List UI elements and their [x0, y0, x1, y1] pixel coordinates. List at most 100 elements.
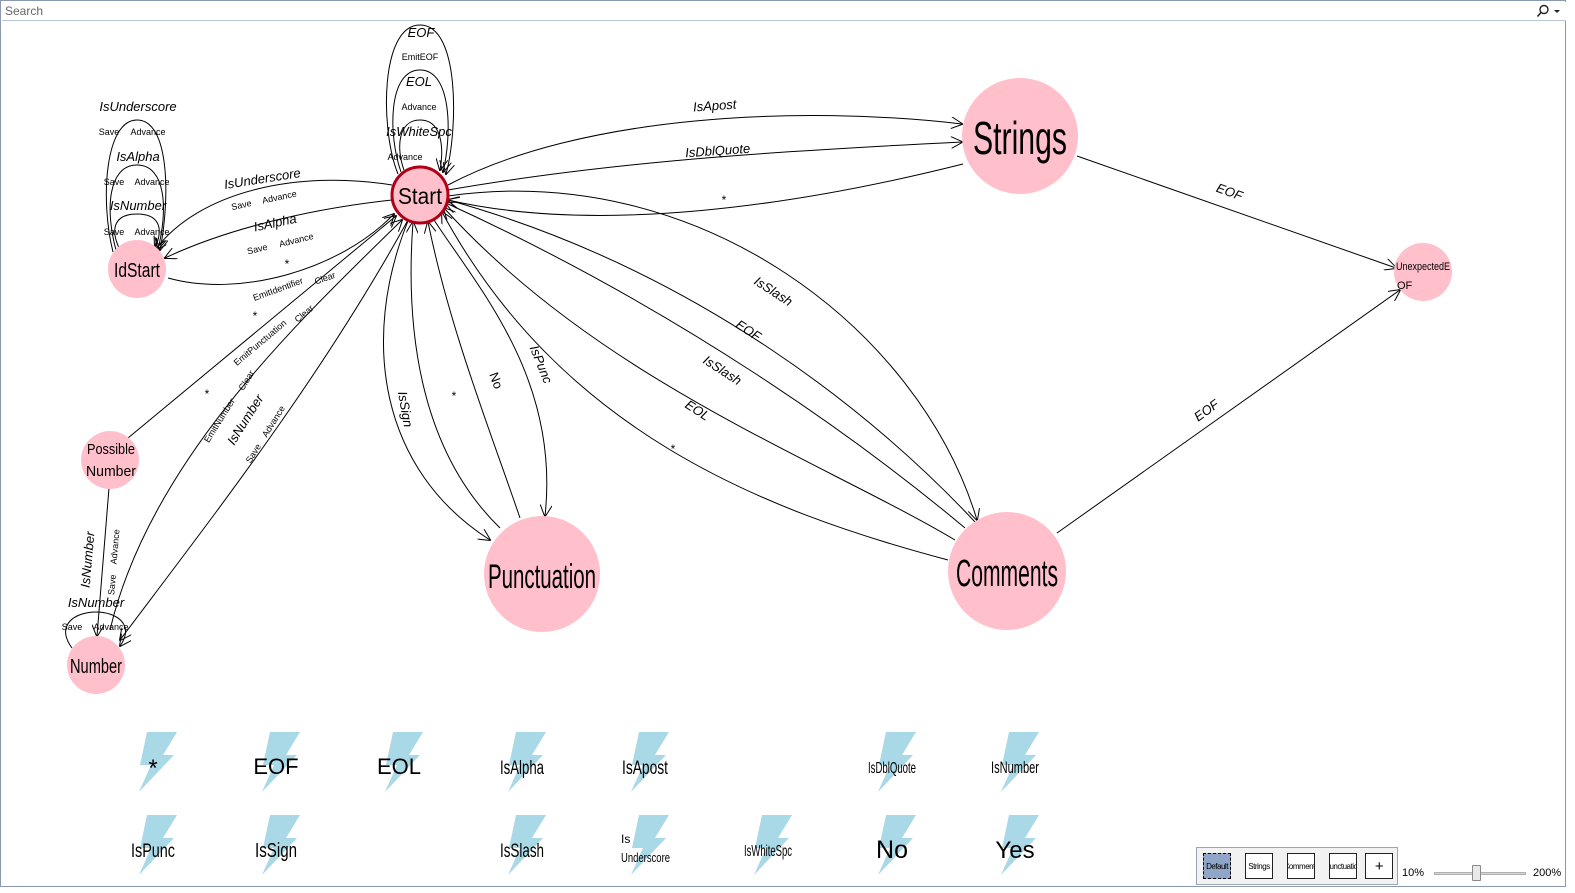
edge-start-punc-sign[interactable] — [383, 220, 490, 540]
edge-action: Save — [106, 574, 118, 595]
edge-pn-num[interactable] — [97, 487, 110, 636]
state-unexpected-eof[interactable]: UnexpectedE OF — [1394, 243, 1452, 301]
event-isdblquote[interactable]: IsDblQuote — [868, 732, 916, 792]
tab-default[interactable]: Default — [1203, 853, 1231, 879]
edge-strings-ueof[interactable] — [1076, 155, 1396, 268]
state-possible-number[interactable]: Possible Number — [81, 431, 139, 489]
state-strings[interactable]: Strings — [962, 78, 1078, 194]
edge-punc-start-star[interactable] — [411, 222, 501, 529]
edge-label: EOF — [733, 317, 764, 345]
layer-toolbar: Default Strings Comments Punctuation + — [1196, 847, 1398, 885]
edge-idstart-start-star[interactable] — [167, 214, 394, 285]
edge-action: Save — [104, 177, 125, 187]
edge-punc-start-no[interactable] — [428, 222, 521, 519]
edge-comments-start-slash[interactable] — [446, 203, 966, 529]
edge-action: Advance — [130, 127, 165, 137]
edge-action: Save — [104, 227, 125, 237]
event-no[interactable]: No — [876, 815, 916, 875]
event-ispunc[interactable]: IsPunc — [131, 815, 177, 875]
edge-start-punc-punc[interactable] — [433, 219, 547, 516]
add-tab-button[interactable]: + — [1365, 853, 1393, 879]
event-iswhitespc[interactable]: IsWhiteSpc — [744, 815, 792, 875]
edge-start-self-eof[interactable] — [386, 24, 453, 174]
search-icon[interactable] — [1536, 4, 1550, 18]
state-start[interactable]: Start — [390, 165, 450, 225]
edge-label: IsAlpha — [252, 211, 298, 235]
zoom-slider-thumb[interactable] — [1472, 865, 1481, 881]
edge-start-comments-slash[interactable] — [447, 190, 977, 520]
edge-num-start[interactable] — [109, 220, 402, 631]
event-label: IsWhiteSpc — [744, 843, 792, 860]
edge-action: Clear — [313, 270, 337, 287]
edge-start-self-ws[interactable] — [399, 119, 442, 170]
edge-label: EOF — [408, 25, 436, 40]
event-isslash[interactable]: IsSlash — [500, 815, 546, 875]
edge-start-self-eol[interactable] — [392, 69, 448, 172]
edge-label: * — [452, 389, 457, 403]
state-label: Punctuation — [488, 558, 596, 596]
edge-idstart-self-alpha[interactable] — [109, 164, 163, 250]
edge-start-strings-dbl[interactable] — [447, 142, 962, 191]
event-issign[interactable]: IsSign — [255, 815, 300, 875]
state-label: IdStart — [114, 260, 160, 282]
edge-label: EOF — [1214, 180, 1245, 204]
state-number[interactable]: Number — [67, 636, 125, 694]
event-isapost[interactable]: IsApost — [622, 732, 669, 792]
edges — [65, 24, 1400, 649]
zoom-max-label: 200% — [1533, 867, 1562, 879]
edge-start-idstart-alpha[interactable] — [165, 199, 393, 258]
edge-label: IsWhiteSpc — [386, 124, 452, 139]
state-punctuation[interactable]: Punctuation — [484, 516, 600, 632]
edge-label: * — [205, 387, 210, 401]
edge-comments-start-eof[interactable] — [448, 200, 976, 523]
tab-comments[interactable]: Comments — [1287, 853, 1315, 879]
tab-strings[interactable]: Strings — [1245, 853, 1273, 879]
edge-start-num[interactable] — [120, 219, 409, 640]
edge-num-self[interactable] — [65, 611, 126, 649]
edge-idstart-self-num[interactable] — [114, 213, 159, 248]
edge-action: EmitPunctuation — [232, 318, 289, 368]
edge-start-strings-apost[interactable] — [447, 115, 962, 186]
edge-action: Save — [244, 442, 263, 465]
edge-label: * — [671, 442, 676, 456]
event-label: IsDblQuote — [868, 760, 916, 777]
event-palette: * EOF EOL IsAlpha IsApost IsDblQuote IsN… — [131, 732, 1039, 875]
edge-action: Save — [99, 127, 120, 137]
state-label: Number — [70, 656, 122, 678]
zoom-slider[interactable] — [1434, 865, 1526, 881]
state-diagram-canvas[interactable]: EOF EmitEOF EOL Advance IsWhiteSpc Advan… — [1, 21, 1565, 886]
event-eof[interactable]: EOF — [253, 732, 300, 792]
event-isunderscore[interactable]: Is Underscore — [621, 815, 670, 875]
edge-pn-start[interactable] — [127, 216, 396, 439]
chevron-down-icon[interactable] — [1552, 4, 1562, 18]
edge-comments-start-eol[interactable] — [444, 208, 956, 541]
tab-punctuation[interactable]: Punctuation — [1329, 853, 1357, 879]
edge-comments-start-star[interactable] — [442, 212, 949, 561]
edge-action: Clear — [293, 303, 316, 324]
event-label: EOL — [377, 754, 421, 779]
edge-action: Save — [246, 242, 268, 257]
edge-label: EOF — [1191, 396, 1222, 424]
state-label: Start — [398, 183, 443, 209]
search-input[interactable] — [5, 3, 1525, 19]
edge-action: Advance — [93, 622, 128, 632]
edge-label: * — [285, 257, 290, 271]
edge-action: Save — [230, 198, 252, 212]
edge-label: No — [486, 370, 506, 391]
event-star[interactable]: * — [139, 732, 177, 792]
event-yes[interactable]: Yes — [995, 815, 1039, 875]
edge-strings-start-star[interactable] — [448, 163, 964, 216]
event-isnumber[interactable]: IsNumber — [991, 732, 1039, 792]
state-comments[interactable]: Comments — [948, 512, 1066, 630]
edge-start-idstart-us[interactable] — [155, 179, 393, 250]
event-label: IsApost — [622, 758, 669, 779]
edge-action: Advance — [261, 189, 297, 206]
edge-action: Save — [62, 622, 83, 632]
edge-comments-ueof[interactable] — [1056, 290, 1400, 534]
edge-idstart-self-us[interactable] — [105, 119, 166, 253]
state-idstart[interactable]: IdStart — [108, 240, 166, 298]
event-eol[interactable]: EOL — [377, 732, 423, 792]
edge-action: Advance — [109, 529, 122, 565]
event-isalpha[interactable]: IsAlpha — [500, 732, 546, 792]
event-label: IsAlpha — [500, 758, 544, 779]
